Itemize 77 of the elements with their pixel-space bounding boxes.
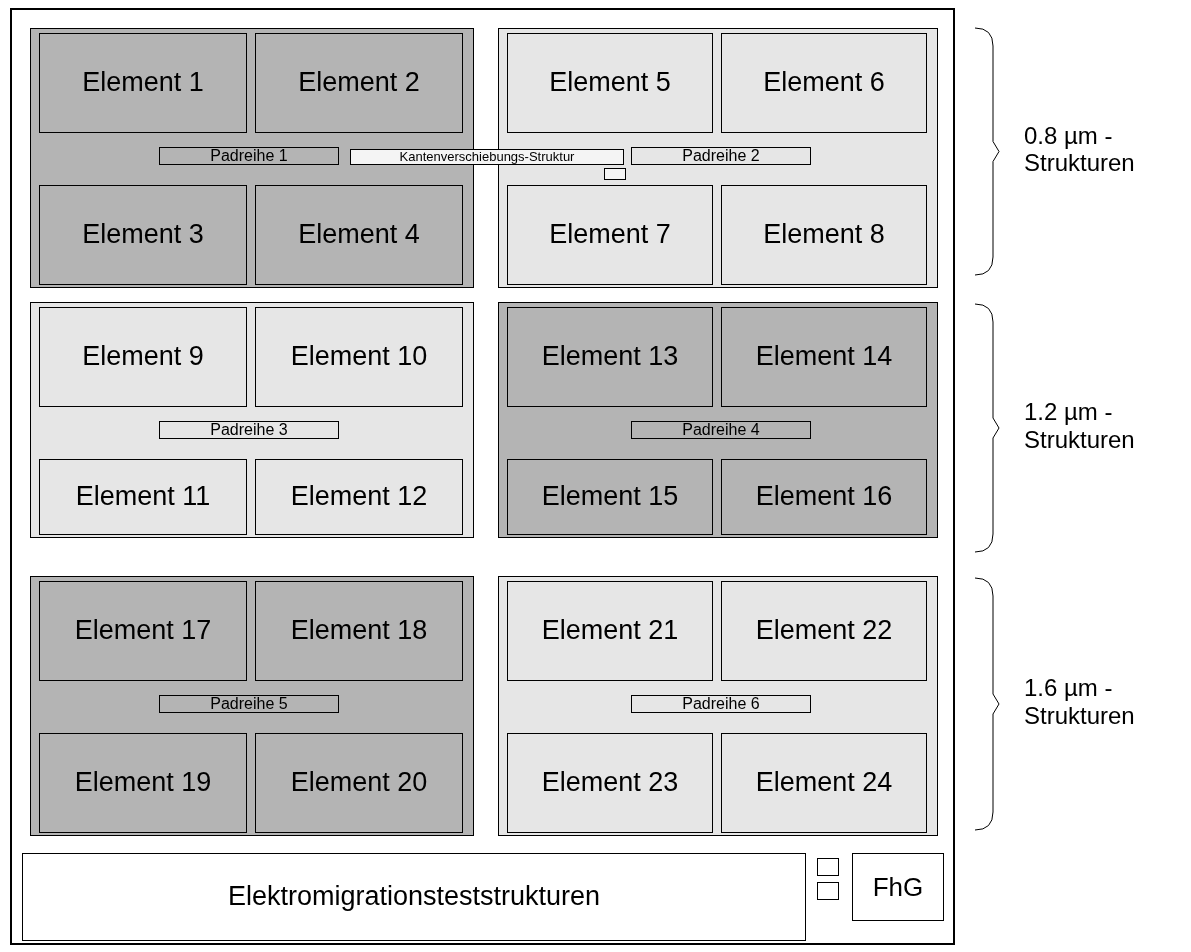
box-label: Element 10 <box>290 342 428 372</box>
box-label: Element 19 <box>74 768 212 798</box>
element-box <box>721 581 927 681</box>
box-label: Element 13 <box>541 342 679 372</box>
element-box <box>721 307 927 407</box>
box-label: Element 21 <box>541 616 679 646</box>
element-box <box>39 733 247 833</box>
quadrant-panel <box>30 576 474 836</box>
element-box <box>255 307 463 407</box>
corner-box <box>852 853 944 921</box>
element-box <box>507 185 713 285</box>
element-box <box>39 459 247 535</box>
element-box <box>39 581 247 681</box>
structure-size-label: 0.8 µm - Strukturen <box>1024 121 1136 177</box>
element-box <box>507 459 713 535</box>
small-box <box>817 882 839 900</box>
chip-outline <box>10 8 955 945</box>
box-label: Element 11 <box>75 482 211 512</box>
pad-row-box <box>631 421 811 439</box>
small-box <box>604 168 626 180</box>
pad-row-box <box>159 695 339 713</box>
box-label: Element 16 <box>755 482 893 512</box>
element-box <box>255 33 463 133</box>
box-label: Element 20 <box>290 768 428 798</box>
box-label: Element 6 <box>763 68 885 98</box>
pad-row-label: Padreihe 5 <box>210 695 288 713</box>
box-label: Element 2 <box>298 68 420 98</box>
pad-row-label: Padreihe 4 <box>682 421 760 439</box>
box-label: Element 18 <box>290 616 428 646</box>
element-box <box>39 307 247 407</box>
box-label: Element 7 <box>549 220 671 250</box>
box-label: Element 15 <box>541 482 679 512</box>
element-box <box>507 307 713 407</box>
test-structure-box <box>22 853 806 941</box>
pad-row-box <box>159 147 339 165</box>
structure-box <box>350 149 624 165</box>
element-box <box>255 733 463 833</box>
box-label: Element 23 <box>541 768 679 798</box>
box-label: Element 1 <box>82 68 204 98</box>
element-box <box>507 581 713 681</box>
structure-size-label: 1.2 µm - Strukturen <box>1024 398 1136 454</box>
element-box <box>39 33 247 133</box>
quadrant-panel <box>498 302 938 538</box>
element-box <box>255 581 463 681</box>
quadrant-panel <box>498 576 938 836</box>
pad-row-label: Padreihe 3 <box>210 421 288 439</box>
element-box <box>721 733 927 833</box>
element-box <box>721 33 927 133</box>
box-label: Element 4 <box>298 220 420 250</box>
element-box <box>507 33 713 133</box>
box-label: Elektromigrationsteststrukturen <box>227 882 601 912</box>
small-box <box>817 858 839 876</box>
box-label: Element 22 <box>755 616 893 646</box>
element-box <box>507 733 713 833</box>
box-label: Element 5 <box>549 68 671 98</box>
box-label: Element 12 <box>290 482 428 512</box>
box-label: FhG <box>872 872 924 902</box>
box-label: Element 8 <box>763 220 885 250</box>
box-label: Element 24 <box>755 768 893 798</box>
box-label: Element 14 <box>755 342 893 372</box>
element-box <box>39 185 247 285</box>
pad-row-box <box>159 421 339 439</box>
element-box <box>255 459 463 535</box>
pad-row-box <box>631 695 811 713</box>
pad-row-label: Padreihe 1 <box>210 147 288 165</box>
pad-row-label: Padreihe 6 <box>682 695 760 713</box>
box-label: Element 17 <box>74 616 212 646</box>
element-box <box>721 185 927 285</box>
structure-size-label: 1.6 µm - Strukturen <box>1024 674 1136 730</box>
element-box <box>255 185 463 285</box>
box-label: Element 3 <box>82 220 204 250</box>
pad-row-box <box>631 147 811 165</box>
quadrant-panel <box>30 302 474 538</box>
element-box <box>721 459 927 535</box>
structure-label: Kantenverschiebungs-Struktur <box>399 149 575 165</box>
pad-row-label: Padreihe 2 <box>682 147 760 165</box>
box-label: Element 9 <box>82 342 204 372</box>
